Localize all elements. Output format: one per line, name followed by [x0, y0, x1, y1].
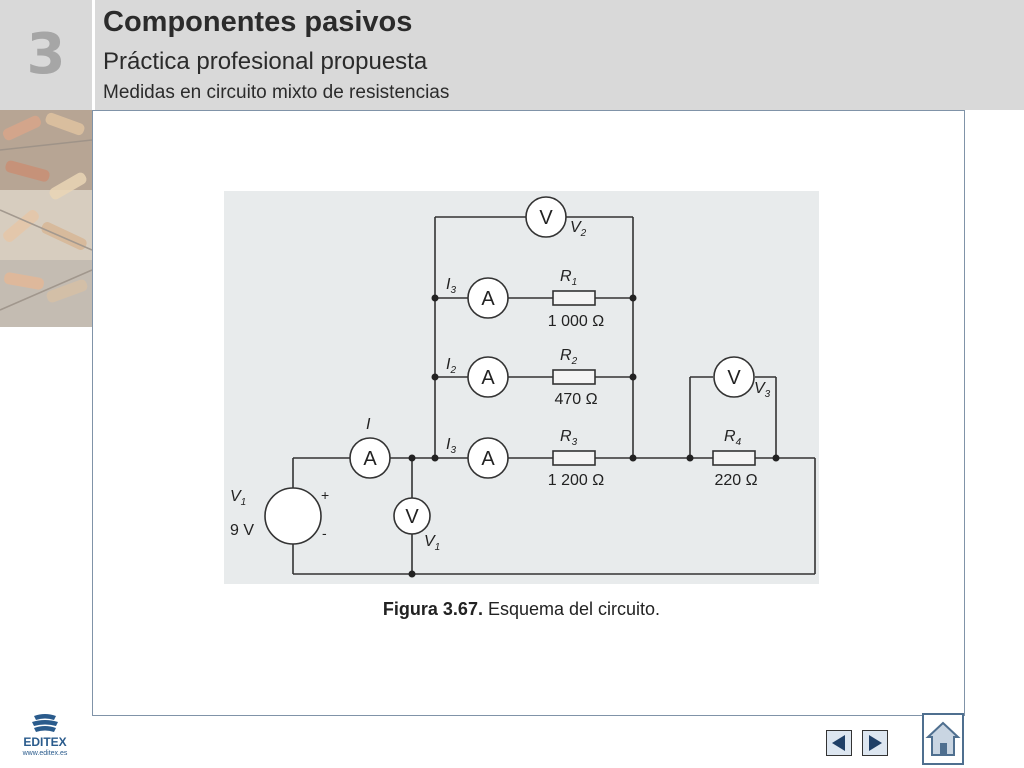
voltmeter-v1: [393, 497, 431, 535]
figure-caption: Figura 3.67. Esquema del circuito.: [224, 599, 819, 620]
a1-symbol: A: [481, 288, 495, 310]
i-label: I: [366, 416, 371, 433]
chapter-badge: 3: [0, 0, 92, 110]
v1-label: V1: [424, 533, 440, 553]
caption-number: Figura 3.67.: [382, 599, 483, 619]
page-subtitle: Práctica profesional propuesta: [103, 48, 428, 75]
triangle-left-icon: [832, 735, 845, 751]
a2-symbol: A: [481, 367, 495, 389]
i2-label: I2: [446, 356, 456, 376]
triangle-right-icon: [869, 735, 882, 751]
r4-value: 220 Ω: [714, 472, 757, 489]
ammeter-i3: [467, 437, 509, 479]
ammeter-i2: [467, 356, 509, 398]
resistor-r3: [552, 450, 596, 466]
prev-button[interactable]: [826, 730, 852, 756]
a-main-symbol: A: [363, 448, 377, 470]
resistor-r2: [552, 369, 596, 385]
i3-top-label: I3: [446, 276, 456, 296]
resistor-r1: [552, 290, 596, 306]
logo-url: www.editex.es: [22, 750, 68, 757]
r2-label: R2: [560, 347, 578, 367]
r1-label: R1: [560, 268, 577, 288]
v2-symbol: V: [539, 207, 553, 229]
home-button[interactable]: [922, 713, 964, 765]
resistor-r4: [712, 450, 756, 466]
caption-text: Esquema del circuito.: [482, 599, 661, 619]
r1-value: 1 000 Ω: [548, 313, 604, 330]
r2-value: 470 Ω: [554, 391, 597, 408]
home-icon: [925, 721, 961, 756]
logo-name: EDITEX: [23, 735, 67, 749]
ammeter-i3-top: [467, 277, 509, 319]
v3-label: V3: [754, 380, 771, 400]
r4-label: R4: [724, 428, 742, 448]
chapter-number: 3: [26, 22, 66, 87]
i3-label: I3: [446, 436, 456, 456]
page-topic: Medidas en circuito mixto de resistencia…: [103, 82, 450, 103]
voltmeter-v3: [713, 356, 755, 398]
components-photo: [0, 110, 92, 327]
a3-symbol: A: [481, 448, 495, 470]
source-minus: -: [322, 525, 327, 541]
page-title: Componentes pasivos: [103, 6, 413, 38]
next-button[interactable]: [862, 730, 888, 756]
circuit-diagram: V A A A A V V V2 I3 I2 I3 I R1 R2 R3 R4 …: [224, 191, 819, 584]
r3-label: R3: [560, 428, 578, 448]
v2-label: V2: [570, 219, 587, 239]
editex-emblem-icon: [32, 714, 58, 732]
voltage-source: [264, 487, 322, 545]
source-value: 9 V: [230, 522, 254, 539]
header: Componentes pasivos Práctica profesional…: [95, 0, 1024, 110]
v3-symbol: V: [727, 367, 741, 389]
v1-symbol: V: [405, 506, 419, 528]
ammeter-i: [349, 437, 391, 479]
editex-logo: EDITEX www.editex.es: [14, 712, 76, 764]
r3-value: 1 200 Ω: [548, 472, 604, 489]
voltmeter-v2: [525, 196, 567, 238]
source-plus: +: [321, 487, 329, 503]
source-label: V1: [230, 488, 246, 508]
